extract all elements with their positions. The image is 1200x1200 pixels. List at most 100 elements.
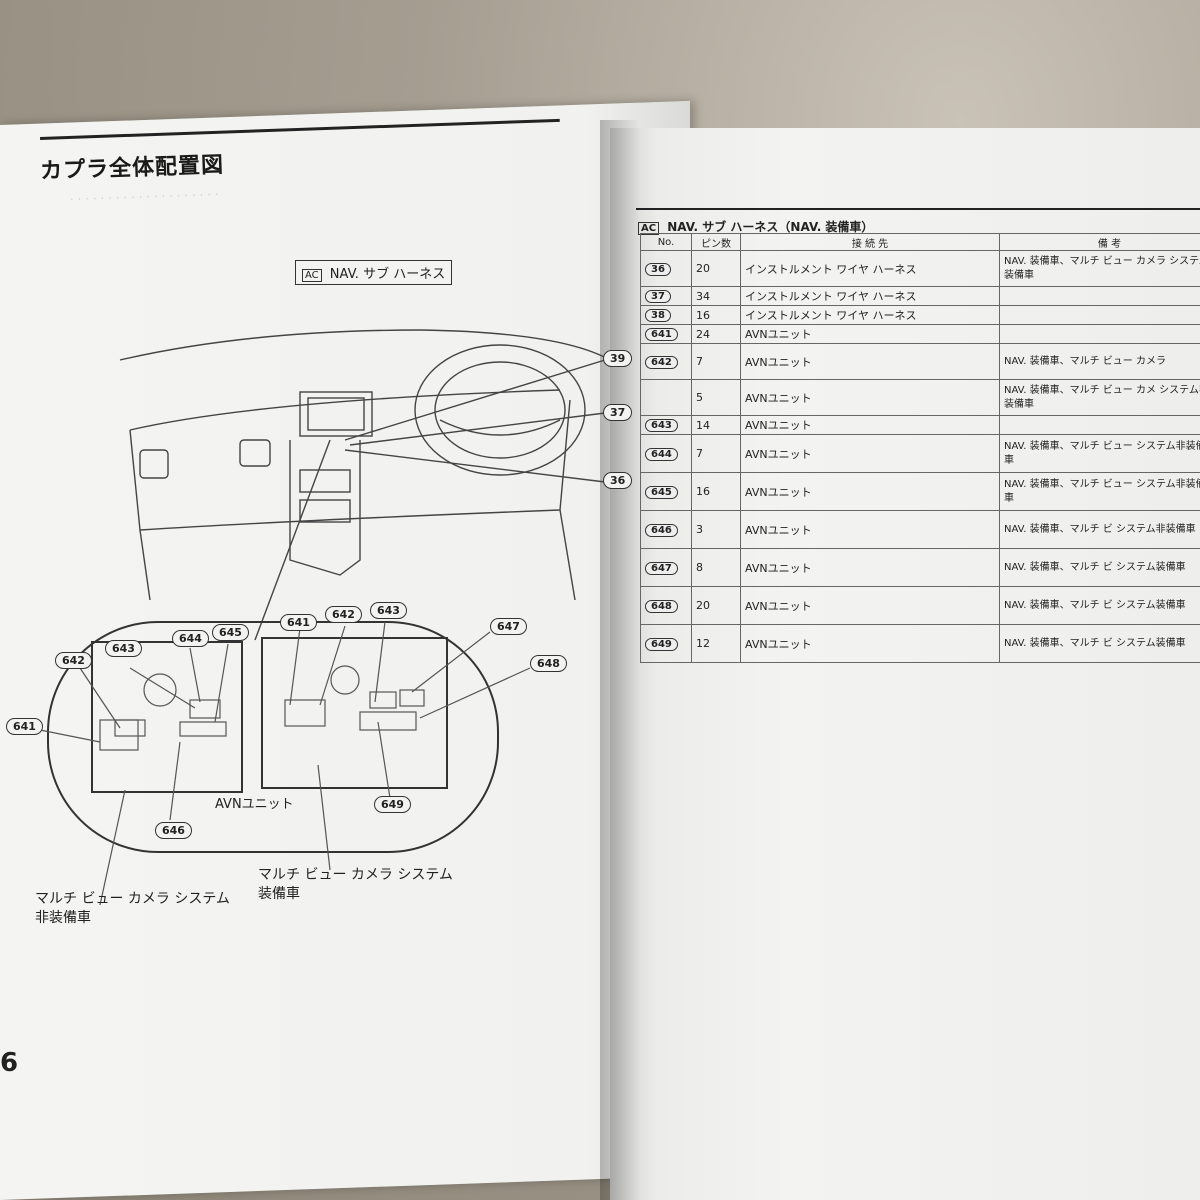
- callout-644: 644: [172, 630, 209, 647]
- table-cell-remark: NAV. 装備車、マルチ ビュー カメ システム非装備車: [999, 379, 1200, 416]
- cell-no-text: 642: [645, 355, 678, 369]
- table-cell-no: 37: [640, 286, 692, 306]
- avn-panel-equipped: [261, 637, 448, 789]
- table-cell-remark: [999, 415, 1200, 435]
- harness-label: AC NAV. サブ ハーネス: [295, 260, 453, 285]
- table-cell-no: [640, 379, 692, 416]
- cell-dest-text: AVNユニット: [745, 328, 812, 341]
- cell-dest-text: AVNユニット: [745, 561, 812, 575]
- harness-tag: AC: [302, 269, 322, 282]
- cell-remark-text: NAV. 装備車、マルチ ビ システム装備車: [1004, 561, 1186, 573]
- callout-648: 648: [530, 655, 567, 672]
- table-cell-remark: [999, 324, 1200, 344]
- table-cell-dest: インストルメント ワイヤ ハーネス: [740, 250, 1000, 287]
- steering-wheel: [414, 344, 586, 476]
- cell-dest-text: AVNユニット: [745, 523, 812, 537]
- cell-no-text: 648: [645, 599, 678, 613]
- cell-pins-text: 8: [696, 561, 703, 574]
- label-equipped-line2: 装備車: [258, 886, 300, 902]
- callout-641-left: 641: [6, 718, 43, 735]
- callout-643-left: 643: [105, 640, 142, 657]
- table-title: AC NAV. サブ ハーネス（NAV. 装備車）: [638, 218, 873, 235]
- cell-remark-text: NAV. 装備車、マルチ ビ システム装備車: [1004, 637, 1186, 649]
- cell-dest-text: AVNユニット: [745, 485, 812, 499]
- cell-dest-text: AVNユニット: [745, 419, 812, 432]
- label-equipped-line1: マルチ ビュー カメラ システム: [258, 867, 453, 883]
- callout-642-right: 642: [325, 606, 362, 623]
- table-cell-dest: AVNユニット: [740, 343, 1000, 380]
- cell-pins-text: 7: [696, 447, 703, 460]
- cell-pins-text: 34: [696, 289, 710, 303]
- table-cell-no: 643: [640, 415, 692, 435]
- table-cell-dest: AVNユニット: [740, 415, 1000, 435]
- callout-36: 36: [603, 472, 633, 489]
- table-cell-remark: NAV. 装備車、マルチ ビュー システム非装備車: [999, 472, 1200, 511]
- table-cell-no: 645: [640, 472, 692, 511]
- table-cell-remark: NAV. 装備車、マルチ ビ システム装備車: [999, 586, 1200, 625]
- table-cell-no: 38: [640, 305, 692, 325]
- page-number: 6: [0, 1048, 19, 1078]
- header-remark: 備 考: [999, 233, 1200, 251]
- callout-649: 649: [374, 796, 411, 813]
- table-cell-pins: 7: [691, 434, 741, 473]
- cell-no-text: 645: [645, 485, 678, 499]
- cell-remark-text: NAV. 装備車、マルチ ビュー カメ システム非装備車: [1004, 384, 1200, 410]
- center-display: [299, 391, 373, 437]
- label-non-equipped-line1: マルチ ビュー カメラ システム: [35, 891, 230, 907]
- callout-641-right: 641: [280, 614, 317, 631]
- cell-no-text: 644: [645, 447, 678, 461]
- table-cell-remark: NAV. 装備車、マルチ ビ システム装備車: [999, 548, 1200, 587]
- table-cell-no: 647: [640, 548, 692, 587]
- table-cell-remark: NAV. 装備車、マルチ ビュー カメラ: [999, 343, 1200, 380]
- cell-pins-text: 20: [696, 262, 710, 275]
- book-gutter: [600, 120, 640, 1200]
- cell-dest-text: AVNユニット: [745, 355, 812, 369]
- cell-no-text: 38: [645, 309, 671, 322]
- cell-remark-text: NAV. 装備車、マルチ ビュー カメラ: [1004, 355, 1166, 367]
- table-cell-no: 642: [640, 343, 692, 380]
- table-cell-dest: AVNユニット: [740, 434, 1000, 473]
- table-cell-remark: NAV. 装備車、マルチ ビュー カメラ システム装備車: [999, 250, 1200, 287]
- table-row: 647 8 AVNユニット NAV. 装備車、マルチ ビ システム装備車: [640, 548, 1200, 587]
- cell-pins-text: 20: [696, 599, 710, 612]
- cell-pins-text: 5: [696, 391, 703, 404]
- table-cell-pins: 34: [691, 286, 741, 306]
- table-cell-pins: 8: [691, 548, 741, 587]
- callout-646: 646: [155, 822, 192, 839]
- cell-dest-text: インストルメント ワイヤ ハーネス: [745, 290, 917, 303]
- callout-642-left: 642: [55, 652, 92, 669]
- cell-remark-text: NAV. 装備車、マルチ ビ システム非装備車: [1004, 523, 1196, 535]
- cell-pins-text: 12: [696, 637, 710, 650]
- callout-39: 39: [603, 350, 633, 367]
- cell-pins-text: 14: [696, 418, 710, 432]
- cell-no-text: 646: [645, 523, 678, 537]
- cell-dest-text: インストルメント ワイヤ ハーネス: [745, 309, 917, 322]
- label-non-equipped-line2: 非装備車: [35, 910, 91, 926]
- table-cell-dest: AVNユニット: [740, 324, 1000, 344]
- header-destination: 接 続 先: [740, 233, 1000, 251]
- cell-remark-text: NAV. 装備車、マルチ ビュー カメラ システム装備車: [1004, 255, 1200, 281]
- table-cell-pins: 16: [691, 472, 741, 511]
- cell-no-text: 643: [645, 419, 678, 432]
- table-cell-no: 646: [640, 510, 692, 549]
- table-cell-remark: [999, 286, 1200, 306]
- cell-remark-text: NAV. 装備車、マルチ ビュー システム非装備車: [1004, 440, 1200, 466]
- table-cell-dest: AVNユニット: [740, 586, 1000, 625]
- table-cell-dest: AVNユニット: [740, 472, 1000, 511]
- cell-no-text: 649: [645, 637, 678, 651]
- table-title-text: NAV. サブ ハーネス（NAV. 装備車）: [667, 220, 874, 234]
- cell-dest-text: AVNユニット: [745, 599, 812, 613]
- harness-label-text: NAV. サブ ハーネス: [329, 267, 446, 282]
- cell-pins-text: 7: [696, 355, 703, 368]
- table-cell-no: 648: [640, 586, 692, 625]
- table-row: 642 7 AVNユニット NAV. 装備車、マルチ ビュー カメラ: [640, 343, 1200, 380]
- cell-pins-text: 16: [696, 485, 710, 498]
- table-cell-pins: 20: [691, 586, 741, 625]
- dashboard-top-line: [119, 329, 611, 361]
- callout-647: 647: [490, 618, 527, 635]
- table-cell-remark: NAV. 装備車、マルチ ビ システム非装備車: [999, 510, 1200, 549]
- table-cell-dest: AVNユニット: [740, 624, 1000, 663]
